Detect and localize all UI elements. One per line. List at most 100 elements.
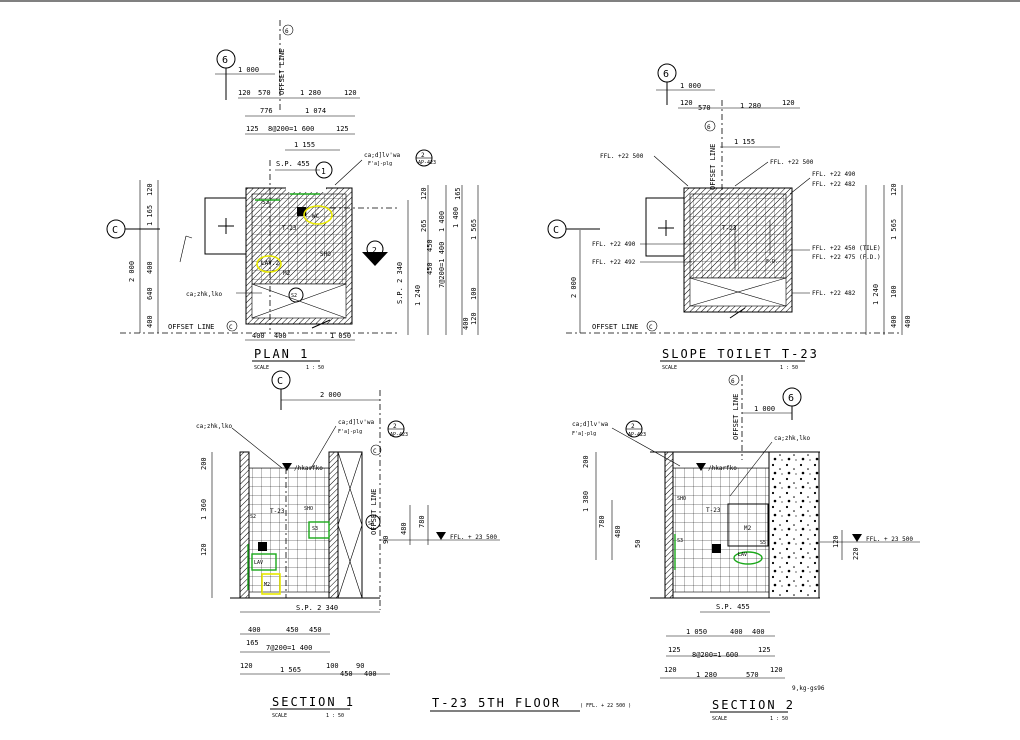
section-2-dim-right-220: 220	[852, 547, 860, 560]
section-2-dim-bottom-125a: 125	[668, 646, 681, 654]
slope-dim-right-400b: 400	[904, 315, 912, 328]
section-1-offset-mark: C	[373, 448, 377, 455]
slope-level-3: FFL. +22 490	[812, 171, 856, 178]
slope-toilet-view: 6 1 000 120 570 1 280 120 1 155 OFFSET L…	[547, 63, 912, 371]
section-1-dim-top: 2 000	[320, 391, 341, 399]
section-1-fixture-lav: LAV	[254, 560, 263, 566]
slope-dim-right-1565: 1 565	[890, 219, 898, 240]
dim-left-1165: 1 165	[146, 205, 154, 226]
dim-top-120a: 120	[238, 89, 251, 97]
section-2-dim-bottom-120b: 120	[770, 666, 783, 674]
dim-right-120: 120	[420, 187, 428, 200]
offset-line-label-6: OFFSET LINE	[278, 49, 286, 95]
section-1-dim-bottom-90: 90	[356, 662, 364, 670]
plan-callout-2	[366, 240, 384, 258]
section-2-offset-line-label: OFFSET LINE	[732, 394, 740, 440]
dim-right-100: 100	[470, 287, 478, 300]
plan-fixture-t23: T-23	[282, 225, 297, 232]
section-2-dim-left-1380: 1 380	[582, 491, 590, 512]
slope-offset-mark-6: 6	[707, 124, 711, 131]
section-1-scale-label: SCALE	[272, 713, 287, 719]
section-1-dim-bottom-120: 120	[240, 662, 253, 670]
section-1-dim-bottom-450b: 450	[309, 626, 322, 634]
section-1-dim-right-780: 780	[418, 515, 426, 528]
plan-fixture-s3: S3	[262, 199, 270, 206]
main-title: T-23 5TH FLOOR	[432, 696, 561, 710]
section-1-tiled-wall	[248, 467, 330, 593]
slope-level-7: FFL. +22 450 (TILE)	[812, 245, 881, 252]
dim-right-120b: 120	[470, 312, 478, 325]
slope-room-label: T-23	[722, 225, 737, 232]
section-2-fixture-s3: S3	[677, 538, 683, 544]
section-1-label-right: ca;d]lv'wa	[338, 419, 375, 426]
plan-lav-fixture	[256, 255, 282, 273]
section-2-dim-bottom-125b: 125	[758, 646, 771, 654]
section-2-dim-bottom-570: 570	[746, 671, 759, 679]
section-1-fixture-s3: S3	[312, 526, 318, 532]
section-2-dim-bottom-1050: 1 050	[686, 628, 707, 636]
section-1-fixture-s2: S2	[250, 514, 256, 520]
dim-left-400: 400	[146, 261, 154, 274]
dim-right-265: 265	[420, 219, 428, 232]
plan-cabinet	[204, 197, 247, 255]
section-1-dim-bottom-450c: 450	[340, 670, 353, 678]
section-2-sp: S.P. 455	[716, 603, 750, 611]
section-1-dim-bottom-165: 165	[246, 639, 259, 647]
slope-dim-120a: 120	[680, 99, 693, 107]
slope-level-4: FFL. +22 482	[812, 181, 856, 188]
slope-level-6: FFL. +22 492	[592, 259, 636, 266]
section-1-fixture-s4: S4	[368, 521, 374, 527]
slope-offset-mark-c: C	[649, 324, 653, 331]
dim-top-1: 1 000	[238, 66, 259, 74]
dim-right-450a: 450	[426, 239, 434, 252]
section-1-callout-sheet: AP-423	[390, 432, 408, 438]
section-2-scale-label: SCALE	[712, 716, 727, 722]
section-2-view: 6 1 000 OFFSET LINE 6 ca;d]lv'wa F'a]-pl…	[572, 374, 920, 722]
dim-right-450b: 450	[426, 262, 434, 275]
plan-callout-2-sheet: AP-423	[418, 160, 436, 166]
slope-dim-right-400a: 400	[890, 315, 898, 328]
offset-line-label-c: OFFSET LINE	[168, 323, 214, 331]
dim-right-1240: 1 240	[414, 285, 422, 306]
section-1-dim-left-120: 120	[200, 543, 208, 556]
plan-floor-drain	[297, 207, 306, 216]
section-2-callout-sheet: AP-423	[628, 432, 646, 438]
slope-level-8: FFL. +22 475 (F.D.)	[812, 254, 881, 261]
dim-top-776: 776	[260, 107, 273, 115]
slope-dim-right-120: 120	[890, 183, 898, 196]
section-2-offset-mark: 6	[731, 378, 735, 385]
section-2-ffl: FFL. + 23 500	[866, 536, 913, 543]
section-2-dim-bottom-1280: 1 280	[696, 671, 717, 679]
slope-dim-120b: 120	[782, 99, 795, 107]
section-2-fixture-t23: T-23	[706, 507, 721, 514]
sp-top: S.P. 455	[276, 160, 310, 168]
dim-left-400b: 400	[146, 315, 154, 328]
section-1-dim-bottom-400b: 400	[364, 670, 377, 678]
section-1-fixture-m2: M2	[264, 582, 270, 588]
section-2-fixture-s5: S5	[760, 540, 766, 546]
section-1-dim-bottom-450a: 450	[286, 626, 299, 634]
slope-dim-1155: 1 155	[734, 138, 755, 146]
section-2-concrete-wall	[768, 451, 820, 599]
section-2-dim-bottom-tiles: 8@200=1 600	[692, 651, 738, 659]
dim-right-1565: 1 565	[470, 219, 478, 240]
dim-top-tiles: 8@200=1 600	[268, 125, 314, 133]
section-2-dim-left-50: 50	[634, 540, 642, 548]
plan-fixture-m2: M2	[283, 270, 291, 277]
plan-label-top: ca;d]lv'wa	[364, 152, 401, 159]
dim-right-165: 165	[454, 187, 462, 200]
slope-dim-right-100: 100	[890, 285, 898, 298]
section-2-dim-bottom-400a: 400	[730, 628, 743, 636]
plan-wc-fixture	[303, 205, 333, 225]
slope-dim-1000: 1 000	[680, 82, 701, 90]
section-2-dim-top: 1 000	[754, 405, 775, 413]
section-1-label-left: ca;zhk,lko	[196, 423, 233, 430]
dim-top-120b: 120	[344, 89, 357, 97]
dim-right-tiles: 7@200=1 400	[438, 242, 446, 288]
slope-grid-c-label: C	[553, 225, 559, 236]
slope-dim-570: 570	[698, 104, 711, 112]
plan-callout-1	[315, 161, 333, 179]
section-2-dim-left-480: 480	[614, 525, 622, 538]
offset-mark-c: C	[229, 324, 233, 331]
section-1-dim-left-200: 200	[200, 457, 208, 470]
